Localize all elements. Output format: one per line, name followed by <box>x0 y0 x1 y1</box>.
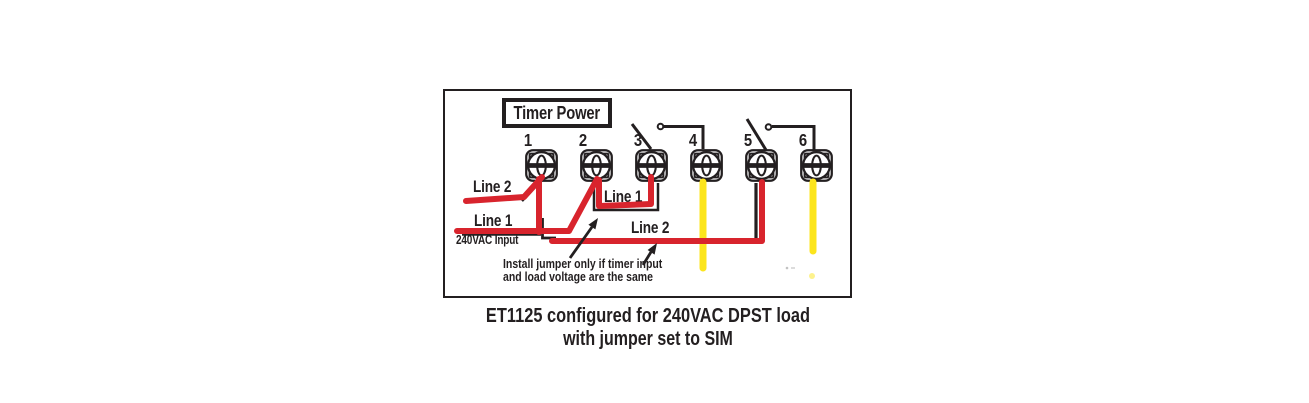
240vac-input-label: 240VAC Input <box>456 233 519 247</box>
jumper-note: Install jumper only if timer input and l… <box>503 258 662 284</box>
terminal-screw-icon <box>800 149 833 182</box>
terminal-screw-icon <box>690 149 723 182</box>
terminal-screw-icon <box>580 149 613 182</box>
terminal-number-4: 4 <box>688 130 698 150</box>
jumper-note-line1: Install jumper only if timer input <box>503 257 663 271</box>
terminal-screw-icon <box>635 149 668 182</box>
line2-left-label: Line 2 <box>473 177 512 196</box>
line1-left-label: Line 1 <box>474 211 513 230</box>
diagram-caption: ET1125 configured for 240VAC DPST load w… <box>484 304 812 350</box>
terminal-number-6: 6 <box>798 130 808 150</box>
terminal-number-2: 2 <box>578 130 588 150</box>
terminal-number-3: 3 <box>633 130 643 150</box>
caption-line2: with jumper set to SIM <box>563 328 733 350</box>
terminal-number-1: 1 <box>523 130 533 150</box>
terminal-screw-icon <box>745 149 778 182</box>
line1-jumper-label: Line 1 <box>604 187 643 206</box>
jumper-note-line2: and load voltage are the same <box>503 270 653 284</box>
timer-power-box: Timer Power <box>502 98 612 128</box>
terminal-screw-icon <box>525 149 558 182</box>
timer-power-label: Timer Power <box>513 102 601 123</box>
caption-line1: ET1125 configured for 240VAC DPST load <box>485 304 811 327</box>
terminal-number-5: 5 <box>743 130 753 150</box>
line2-load-label: Line 2 <box>631 218 670 237</box>
